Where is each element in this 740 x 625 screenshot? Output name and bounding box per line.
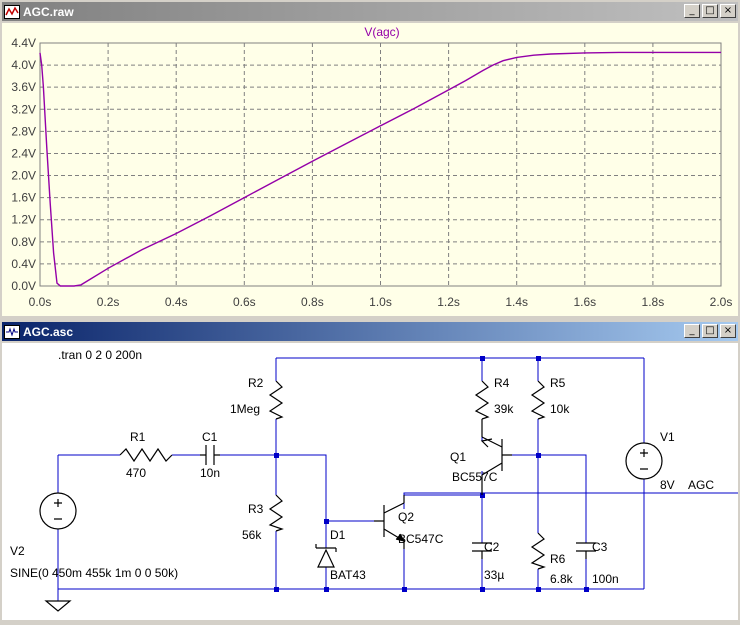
c1-symbol[interactable] (200, 445, 220, 465)
y-tick-label[interactable]: 2.8V (11, 124, 36, 138)
c3-name-label[interactable]: C3 (592, 540, 608, 554)
y-tick-label[interactable]: 3.6V (11, 80, 36, 94)
r2-name-label[interactable]: R2 (248, 376, 264, 390)
x-tick-label[interactable]: 1.4s (505, 295, 528, 309)
v2-value-label[interactable]: SINE(0 450m 455k 1m 0 0 50k) (10, 566, 178, 580)
q2-symbol[interactable] (374, 495, 406, 549)
q2-name-label[interactable]: Q2 (398, 510, 414, 524)
r2-value-label[interactable]: 1Meg (230, 402, 260, 416)
r6-value-label[interactable]: 6.8k (550, 572, 574, 586)
r5-name-label[interactable]: R5 (550, 376, 566, 390)
r6-symbol[interactable] (530, 532, 546, 570)
junctions (274, 356, 589, 592)
x-tick-label[interactable]: 0.4s (165, 295, 188, 309)
v2-name-label[interactable]: V2 (10, 544, 25, 558)
r4-symbol[interactable] (474, 380, 490, 420)
minimize-button[interactable]: _ (684, 324, 700, 338)
c1-value-label[interactable]: 10n (200, 466, 220, 480)
waveform-window-title: AGC.raw (23, 4, 74, 19)
waveform-window: AGC.raw _ □ × 0.0s 0.2s 0.4s 0.6s 0.8s 1.0s 1.… (0, 0, 740, 318)
q2-value-label[interactable]: BC547C (398, 532, 444, 546)
r1-value-label[interactable]: 470 (126, 466, 146, 480)
trace-v-agc[interactable] (39, 51, 721, 287)
schematic-canvas[interactable]: .tran 0 2 0 200n R1 470 C1 10n R2 1Meg R… (2, 343, 738, 620)
waveform-app-icon (4, 4, 20, 19)
tran-directive[interactable]: .tran 0 2 0 200n (58, 348, 142, 362)
x-tick-label[interactable]: 1.8s (642, 295, 665, 309)
x-tick-label[interactable]: 1.6s (573, 295, 596, 309)
d1-name-label[interactable]: D1 (330, 528, 346, 542)
r3-name-label[interactable]: R3 (248, 502, 264, 516)
q1-symbol[interactable] (480, 419, 512, 495)
q1-value-label[interactable]: BC557C (452, 470, 498, 484)
schematic-app-icon (4, 324, 20, 339)
y-tick-label[interactable]: 3.2V (11, 102, 36, 116)
y-tick-label[interactable]: 0.8V (11, 235, 36, 249)
schematic-titlebar[interactable]: AGC.asc _ □ × (2, 322, 738, 341)
r1-name-label[interactable]: R1 (130, 430, 146, 444)
y-tick-label[interactable]: 4.4V (11, 36, 36, 50)
wires[interactable] (57, 357, 738, 601)
c3-symbol[interactable] (576, 542, 596, 559)
agc-net-label[interactable]: AGC (688, 478, 714, 492)
c2-name-label[interactable]: C2 (484, 540, 500, 554)
y-tick-label[interactable]: 2.0V (11, 169, 36, 183)
x-tick-label[interactable]: 0.0s (29, 295, 52, 309)
ground-symbol[interactable] (44, 600, 72, 612)
r4-value-label[interactable]: 39k (494, 402, 514, 416)
q1-name-label[interactable]: Q1 (450, 450, 466, 464)
r4-name-label[interactable]: R4 (494, 376, 510, 390)
y-tick-label[interactable]: 0.0V (11, 279, 36, 293)
maximize-button[interactable]: □ (702, 4, 718, 18)
y-tick-label[interactable]: 1.2V (11, 213, 36, 227)
r2-symbol[interactable] (268, 380, 284, 420)
trace-label-v-agc[interactable]: V(agc) (364, 25, 399, 39)
y-tick-label[interactable]: 2.4V (11, 146, 36, 160)
r5-value-label[interactable]: 10k (550, 402, 570, 416)
close-button[interactable]: × (720, 4, 736, 18)
x-tick-label[interactable]: 2.0s (710, 295, 733, 309)
voltage-plot[interactable]: 0.0s 0.2s 0.4s 0.6s 0.8s 1.0s 1.2s 1.4s 1.6s 1.8s… (2, 23, 738, 316)
schematic-window-title: AGC.asc (23, 324, 74, 339)
x-tick-label[interactable]: 0.8s (301, 295, 324, 309)
plot-pane[interactable]: 0.0s 0.2s 0.4s 0.6s 0.8s 1.0s 1.2s 1.4s 1.6s 1.8s… (2, 23, 738, 316)
schematic-window: AGC.asc _ □ × (0, 320, 740, 622)
x-tick-label[interactable]: 1.0s (369, 295, 392, 309)
close-button[interactable]: × (720, 324, 736, 338)
y-tick-label[interactable]: 1.6V (11, 191, 36, 205)
x-tick-label[interactable]: 0.6s (233, 295, 256, 309)
waveform-titlebar[interactable]: AGC.raw _ □ × (2, 2, 738, 21)
r5-symbol[interactable] (530, 380, 546, 420)
c2-value-label[interactable]: 33µ (484, 568, 504, 582)
r1-symbol[interactable] (119, 447, 173, 463)
r6-name-label[interactable]: R6 (550, 552, 566, 566)
d1-value-label[interactable]: BAT43 (330, 568, 366, 582)
v1-value-label[interactable]: 8V (660, 478, 675, 492)
v2-source-symbol[interactable] (39, 492, 77, 530)
c3-value-label[interactable]: 100n (592, 572, 619, 586)
x-tick-label[interactable]: 1.2s (437, 295, 460, 309)
y-tick-label[interactable]: 4.0V (11, 58, 36, 72)
minimize-button[interactable]: _ (684, 4, 700, 18)
y-tick-label[interactable]: 0.4V (11, 257, 36, 271)
maximize-button[interactable]: □ (702, 324, 718, 338)
c2-symbol[interactable] (472, 542, 492, 559)
r3-symbol[interactable] (268, 494, 284, 532)
x-tick-label[interactable]: 0.2s (97, 295, 120, 309)
c1-name-label[interactable]: C1 (202, 430, 218, 444)
d1-symbol[interactable] (315, 544, 337, 568)
v1-source-symbol[interactable] (625, 442, 663, 480)
r3-value-label[interactable]: 56k (242, 528, 262, 542)
v1-name-label[interactable]: V1 (660, 430, 675, 444)
